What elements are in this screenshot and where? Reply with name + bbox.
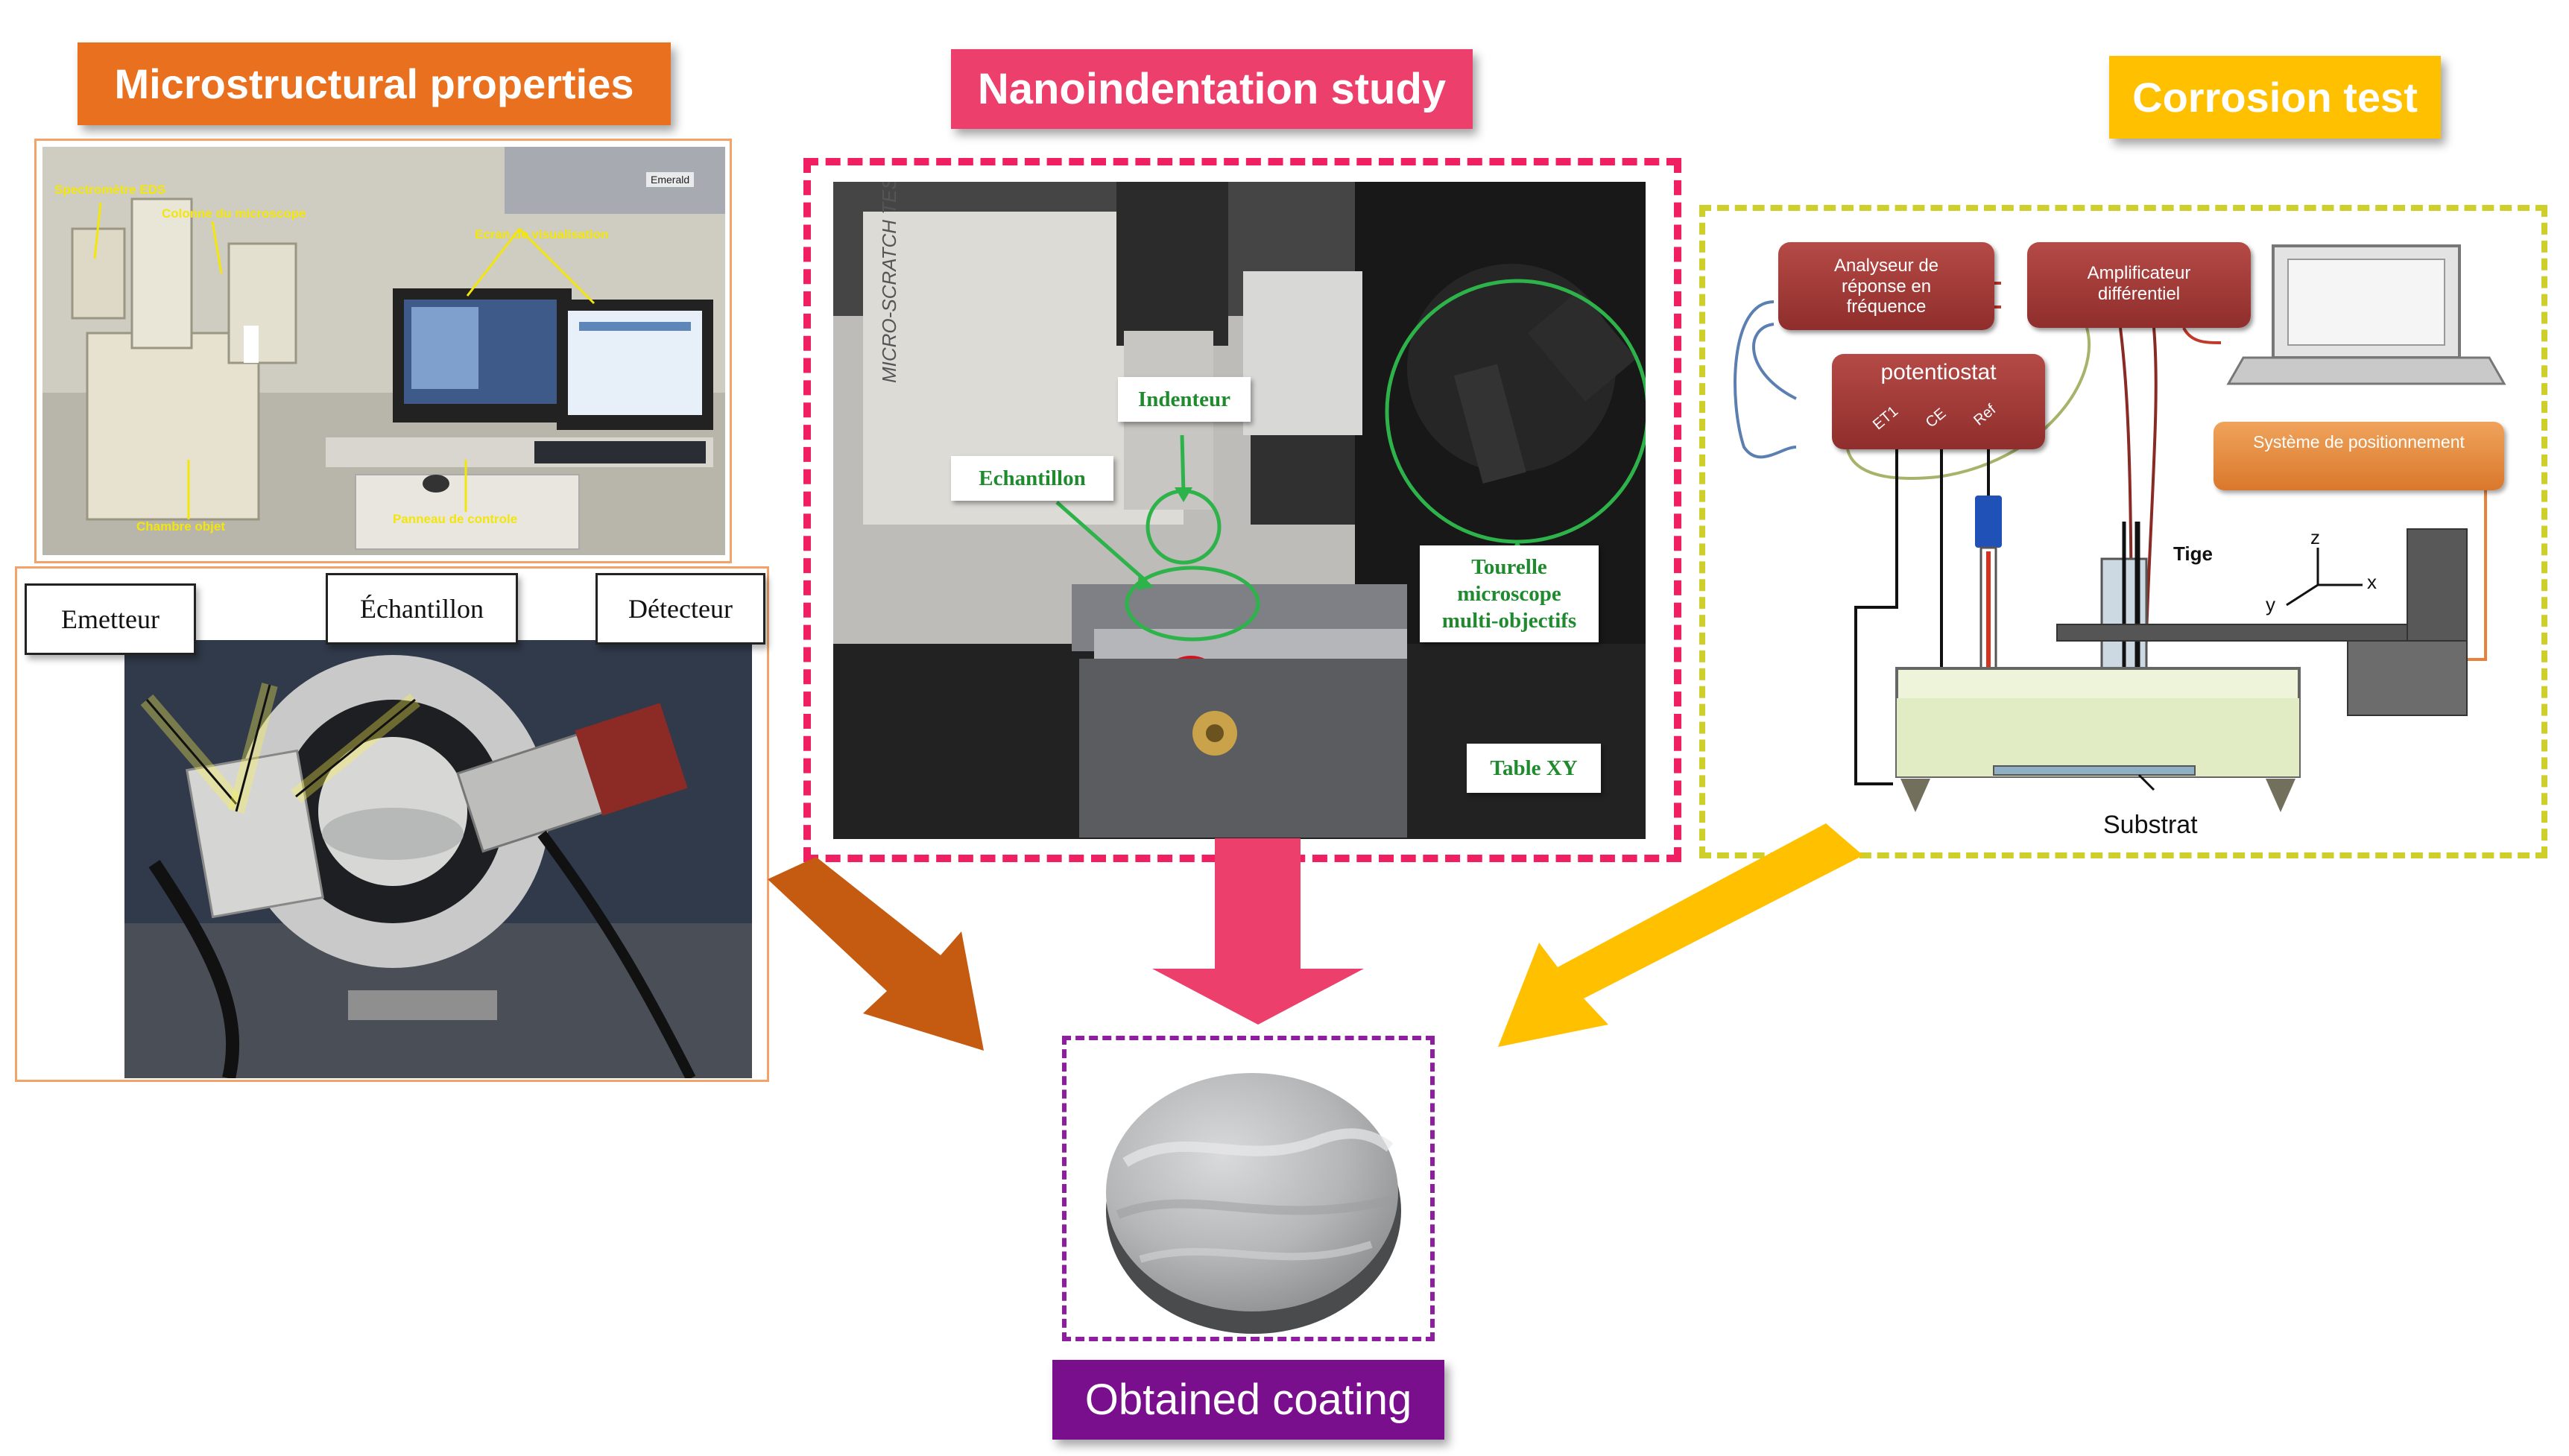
- coating-title: Obtained coating: [1052, 1360, 1444, 1440]
- xrd-callout-sample: Échantillon: [326, 573, 518, 645]
- sem-label-eds: Spectromètre EDS: [54, 183, 166, 197]
- potentiostat-box: potentiostat: [1832, 354, 2045, 449]
- nanoindentation-arrow: [1152, 838, 1364, 1025]
- frequency-analyzer-box: Analyseur de réponse en fréquence: [1778, 242, 1994, 330]
- corrosion-title: Corrosion test: [2109, 56, 2441, 139]
- sem-label-chamber: Chambre objet: [136, 519, 226, 534]
- coating-frame: [1062, 1036, 1435, 1341]
- sem-photo: Spectromètre EDS Colonne du microscope E…: [42, 147, 725, 555]
- nano-label-indenter: Indenteur: [1118, 377, 1251, 422]
- axis-x-label: x: [2367, 571, 2377, 593]
- microstructural-arrow: [768, 857, 984, 1051]
- nanoindentation-title: Nanoindentation study: [951, 49, 1473, 129]
- xrd-photo: [124, 640, 752, 1078]
- differential-amplifier-box: Amplificateur différentiel: [2027, 242, 2251, 328]
- sem-photo-frame: Spectromètre EDS Colonne du microscope E…: [34, 139, 732, 563]
- rod-label: Tige: [2173, 542, 2213, 565]
- nano-label-sample: Echantillon: [951, 456, 1113, 501]
- nano-label-table: Table XY: [1467, 744, 1601, 793]
- corrosion-schematic: [1734, 244, 2506, 812]
- nano-label-turret: Tourelle microscope multi-objectifs: [1420, 545, 1599, 642]
- xrd-callout-detector: Détecteur: [595, 573, 765, 645]
- positioning-system-box: Système de positionnement: [2213, 422, 2504, 490]
- xrd-callout-emitter: Emetteur: [25, 583, 196, 655]
- axis-z-label: z: [2310, 526, 2320, 548]
- corrosion-arrow: [1498, 823, 1863, 1047]
- substrate-label: Substrat: [2103, 811, 2198, 839]
- sem-label-panel: Panneau de controle: [393, 512, 518, 526]
- xrd-photo-frame: Emetteur Échantillon Détecteur: [15, 566, 769, 1082]
- corrosion-frame: [1699, 205, 2547, 858]
- axis-y-label: y: [2266, 593, 2275, 615]
- coating-sample-image: [1106, 1073, 1401, 1334]
- sem-brand-label: Emerald: [646, 172, 695, 187]
- microstructural-title: Microstructural properties: [78, 42, 671, 125]
- sem-label-screen: Ecran de visualisation: [475, 227, 609, 241]
- sem-label-column: Colonne du microscope: [162, 206, 306, 221]
- nanoindentation-photo: MICRO-SCRATCH TES: [833, 182, 1646, 839]
